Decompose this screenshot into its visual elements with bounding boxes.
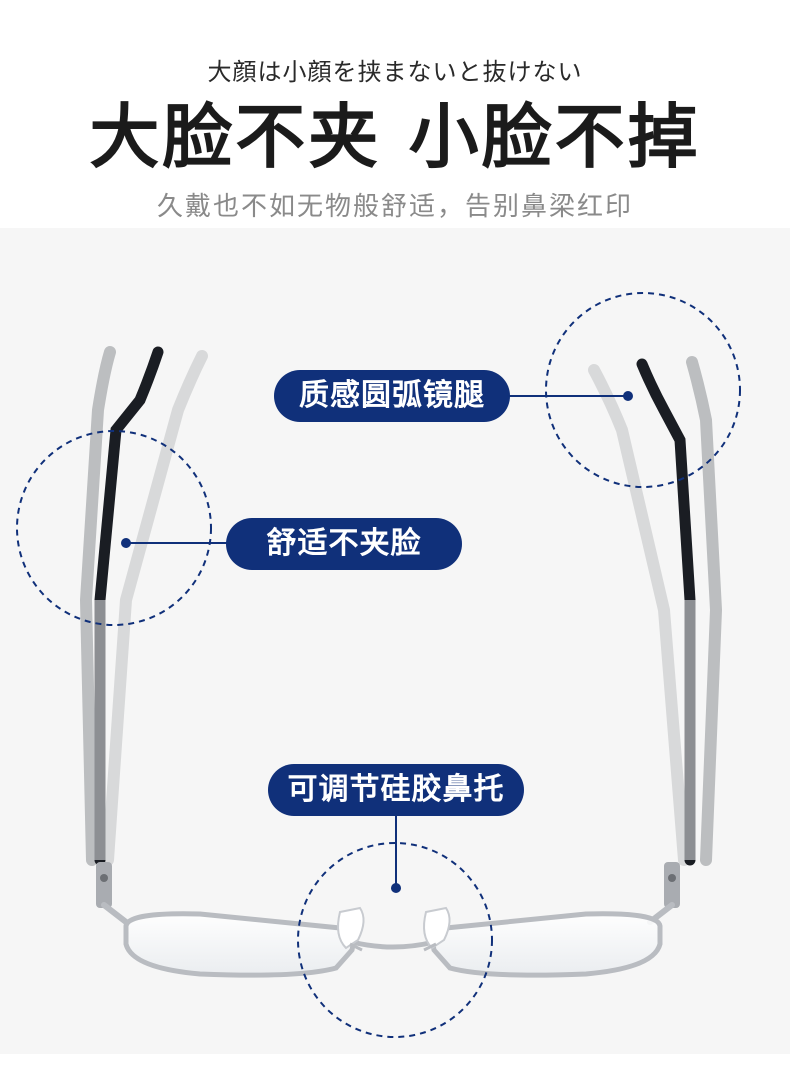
comfort-callout-dot <box>121 538 131 548</box>
left-temple-ghost-outer <box>79 346 116 866</box>
nose-callout-dot <box>391 883 401 893</box>
right-lens <box>430 911 663 978</box>
temple-side-highlight-circle <box>16 430 212 626</box>
right-hinge <box>647 862 680 925</box>
temple-callout-dot <box>623 391 633 401</box>
left-temple-ghost-inner <box>102 350 208 866</box>
left-temple <box>94 346 164 866</box>
temple-tip-highlight-circle <box>545 292 741 488</box>
japanese-subtitle: 大顔は小顔を挟まないと抜けない <box>207 58 583 86</box>
left-lens <box>123 911 356 978</box>
left-nose-pad <box>337 906 365 952</box>
nose-pad-callout-label: 可调节硅胶鼻托 <box>268 764 524 816</box>
right-temple-ghost-outer <box>686 356 723 866</box>
bridge <box>351 939 435 950</box>
temple-callout-label: 质感圆弧镜腿 <box>274 370 510 422</box>
right-nose-pad <box>423 906 451 952</box>
right-temple <box>636 358 696 866</box>
comfort-callout-label: 舒适不夹脸 <box>226 518 462 570</box>
tagline: 久戴也不如无物般舒适，告别鼻梁红印 <box>156 192 633 222</box>
right-temple-ghost-inner <box>588 364 690 866</box>
left-hinge <box>96 862 129 925</box>
headline: 大脸不夹 小脸不掉 <box>89 96 701 178</box>
